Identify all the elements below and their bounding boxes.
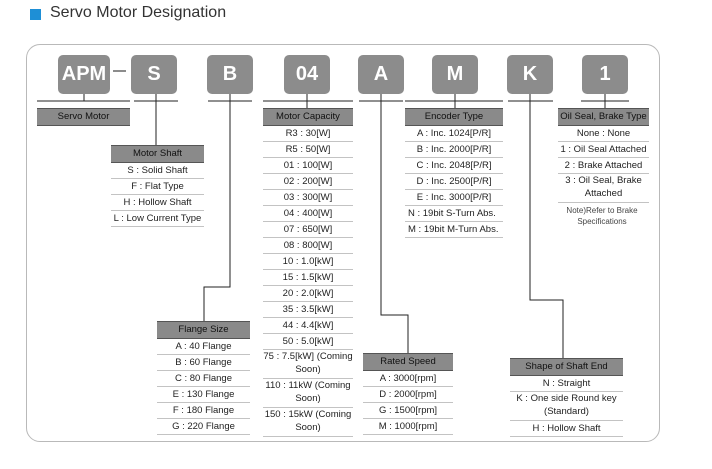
table-row: 3 : Oil Seal, Brake Attached: [558, 174, 649, 203]
connector-motor-capacity: [263, 94, 353, 108]
code-box-shaft-end: K: [507, 55, 553, 94]
table-row: 2 : Brake Attached: [558, 158, 649, 174]
code-box-flange: B: [207, 55, 253, 94]
table-row: N : Straight: [510, 376, 623, 392]
code-box-shaft: S: [131, 55, 177, 94]
oil-seal-table: Oil Seal, Brake Type None : None 1 : Oil…: [558, 108, 649, 203]
table-row: A : 3000[rpm]: [363, 371, 453, 387]
table-row: 44 : 4.4[kW]: [263, 318, 353, 334]
rated-speed-table: Rated Speed A : 3000[rpm] D : 2000[rpm] …: [363, 353, 453, 435]
code-box-apm: APM: [58, 55, 110, 94]
rated-speed-header: Rated Speed: [363, 353, 453, 371]
flange-size-header: Flange Size: [157, 321, 250, 339]
table-row: E : 130 Flange: [157, 387, 250, 403]
table-row: 150 : 15kW (Coming Soon): [263, 408, 353, 437]
table-row: B : 60 Flange: [157, 355, 250, 371]
code-box-capacity: 04: [284, 55, 330, 94]
table-row: M : 19bit M-Turn Abs.: [405, 222, 503, 238]
table-row: 03 : 300[W]: [263, 190, 353, 206]
table-row: F : 180 Flange: [157, 403, 250, 419]
table-row: K : One side Round key (Standard): [510, 392, 623, 421]
motor-capacity-header: Motor Capacity: [263, 108, 353, 126]
shaft-end-table: Shape of Shaft End N : Straight K : One …: [510, 358, 623, 437]
table-row: 75 : 7.5[kW] (Coming Soon): [263, 350, 353, 379]
table-row: N : 19bit S-Turn Abs.: [405, 206, 503, 222]
code-box-oil-seal: 1: [582, 55, 628, 94]
table-row: R5 : 50[W]: [263, 142, 353, 158]
servo-motor-table: Servo Motor: [37, 108, 130, 126]
table-row: 35 : 3.5[kW]: [263, 302, 353, 318]
table-row: D : 2000[rpm]: [363, 387, 453, 403]
table-row: None : None: [558, 126, 649, 142]
code-box-encoder: M: [432, 55, 478, 94]
table-row: G : 1500[rpm]: [363, 403, 453, 419]
table-row: A : 40 Flange: [157, 339, 250, 355]
motor-shaft-table: Motor Shaft S : Solid Shaft F : Flat Typ…: [111, 145, 204, 227]
table-row: R3 : 30[W]: [263, 126, 353, 142]
table-row: 110 : 11kW (Coming Soon): [263, 379, 353, 408]
table-row: F : Flat Type: [111, 179, 204, 195]
connector-flange-size: [203, 94, 252, 321]
encoder-type-header: Encoder Type: [405, 108, 503, 126]
encoder-type-table: Encoder Type A : Inc. 1024[P/R] B : Inc.…: [405, 108, 503, 238]
page-title: Servo Motor Designation: [50, 4, 227, 21]
motor-shaft-header: Motor Shaft: [111, 145, 204, 163]
shaft-end-header: Shape of Shaft End: [510, 358, 623, 376]
servo-motor-header: Servo Motor: [37, 108, 130, 126]
table-row: 15 : 1.5[kW]: [263, 270, 353, 286]
flange-size-table: Flange Size A : 40 Flange B : 60 Flange …: [157, 321, 250, 435]
code-separator: [113, 70, 126, 72]
table-row: 07 : 650[W]: [263, 222, 353, 238]
table-row: B : Inc. 2000[P/R]: [405, 142, 503, 158]
connector-shaft-end: [508, 94, 564, 358]
table-row: 02 : 200[W]: [263, 174, 353, 190]
table-row: 10 : 1.0[kW]: [263, 254, 353, 270]
table-row: 01 : 100[W]: [263, 158, 353, 174]
connector-encoder-type: [405, 94, 503, 108]
table-row: C : Inc. 2048[P/R]: [405, 158, 503, 174]
brake-note: Note)Refer to Brake Specifications: [566, 206, 638, 226]
table-row: D : Inc. 2500[P/R]: [405, 174, 503, 190]
connector-oil-seal: [581, 94, 629, 108]
connector-motor-shaft: [134, 94, 178, 145]
table-row: 50 : 5.0[kW]: [263, 334, 353, 350]
connector-servo-motor: [37, 94, 130, 102]
table-row: S : Solid Shaft: [111, 163, 204, 179]
table-row: 04 : 400[W]: [263, 206, 353, 222]
table-row: 08 : 800[W]: [263, 238, 353, 254]
table-row: G : 220 Flange: [157, 419, 250, 435]
connector-rated-speed: [359, 94, 409, 353]
code-box-speed: A: [358, 55, 404, 94]
motor-capacity-table: Motor Capacity R3 : 30[W] R5 : 50[W] 01 …: [263, 108, 353, 437]
table-row: 20 : 2.0[kW]: [263, 286, 353, 302]
table-row: C : 80 Flange: [157, 371, 250, 387]
table-row: A : Inc. 1024[P/R]: [405, 126, 503, 142]
table-row: H : Hollow Shaft: [111, 195, 204, 211]
oil-seal-header: Oil Seal, Brake Type: [558, 108, 649, 126]
table-row: E : Inc. 3000[P/R]: [405, 190, 503, 206]
table-row: H : Hollow Shaft: [510, 421, 623, 437]
designation-frame: [26, 44, 660, 442]
title-bullet-icon: [30, 9, 41, 20]
table-row: 1 : Oil Seal Attached: [558, 142, 649, 158]
table-row: L : Low Current Type: [111, 211, 204, 227]
table-row: M : 1000[rpm]: [363, 419, 453, 435]
